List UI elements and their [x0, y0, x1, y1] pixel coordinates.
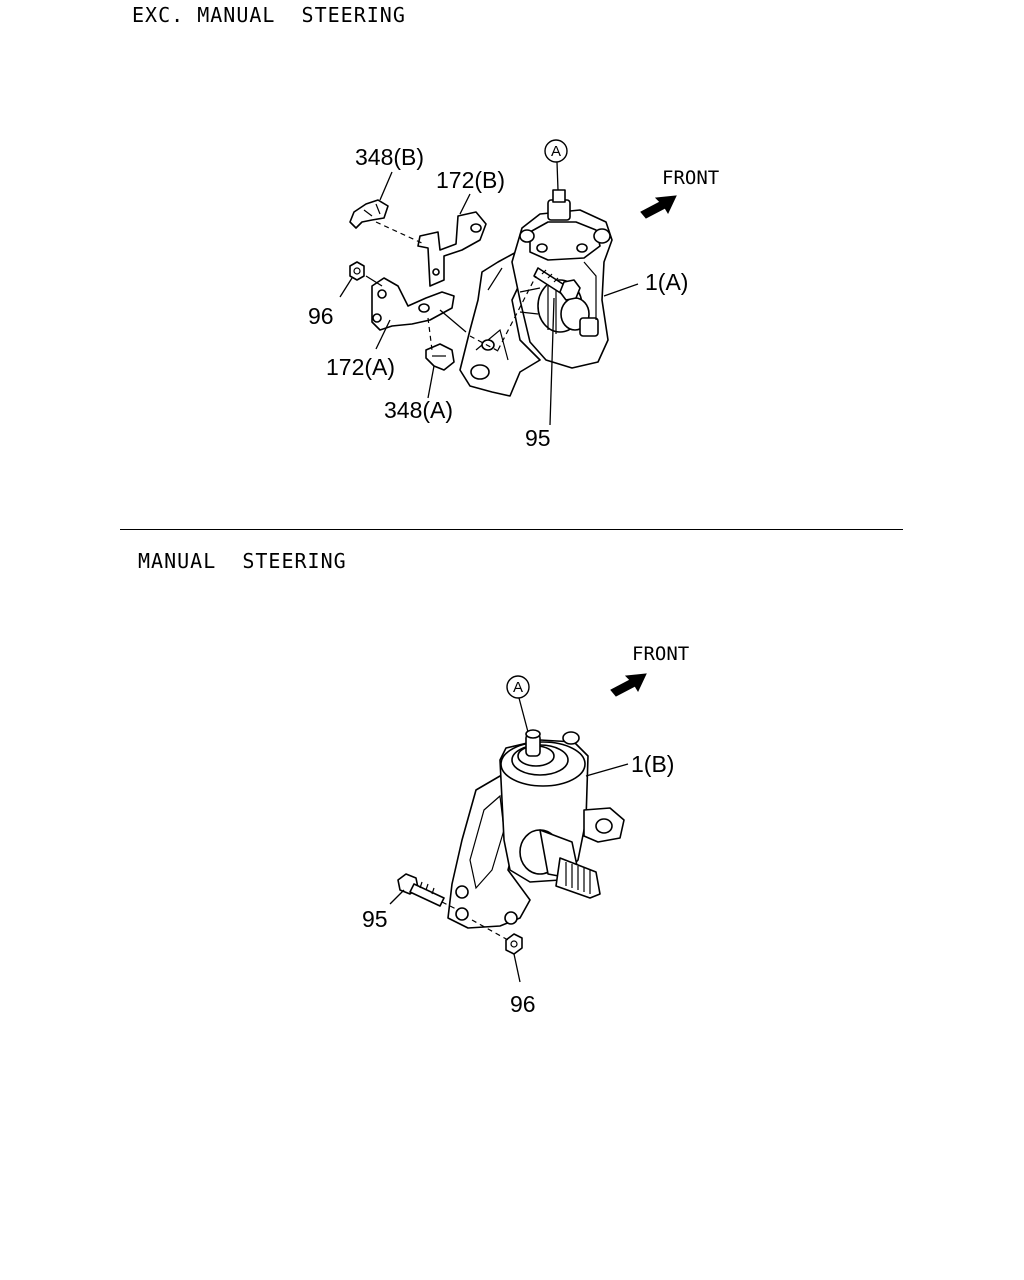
callout-96-bottom: 96: [510, 991, 536, 1017]
callout-1b: 1(B): [631, 751, 674, 777]
callout-1a: 1(A): [645, 269, 688, 295]
section-title-exc-manual-steering: EXC. MANUAL STEERING: [132, 3, 406, 27]
front-label: FRONT: [662, 167, 719, 189]
clip-348b: [349, 199, 389, 229]
section-title-manual-steering: MANUAL STEERING: [138, 549, 347, 573]
callout-348a: 348(A): [384, 397, 453, 423]
nut-96-top: [349, 261, 365, 281]
callout-95-bottom: 95: [362, 906, 388, 932]
reference-mark-letter-bottom: A: [513, 679, 523, 696]
front-arrow-icon: [610, 673, 647, 697]
bolt-95-bottom: [397, 873, 445, 907]
nut-96-bottom: [505, 933, 523, 955]
reference-mark-a: A: [544, 139, 568, 191]
reference-mark-letter: A: [551, 143, 561, 160]
reference-mark-a-bottom: A: [506, 675, 530, 733]
bracket-172a: [371, 277, 467, 333]
exc-manual-steering-diagram: FRONT A: [308, 139, 719, 451]
steering-gear-box-1b: [447, 729, 625, 929]
section-divider: [120, 529, 903, 530]
bracket-172b: [417, 211, 487, 287]
front-arrow-icon: [640, 195, 677, 219]
callout-172b: 172(B): [436, 167, 505, 193]
callout-348b: 348(B): [355, 144, 424, 170]
callout-95-top: 95: [525, 425, 551, 451]
bolt-95-top: [533, 267, 581, 301]
callout-96-top: 96: [308, 303, 334, 329]
clip-348a: [425, 343, 455, 371]
callout-172a: 172(A): [326, 354, 395, 380]
manual-steering-diagram: FRONT A: [362, 643, 689, 1017]
front-label-bottom: FRONT: [632, 643, 689, 665]
